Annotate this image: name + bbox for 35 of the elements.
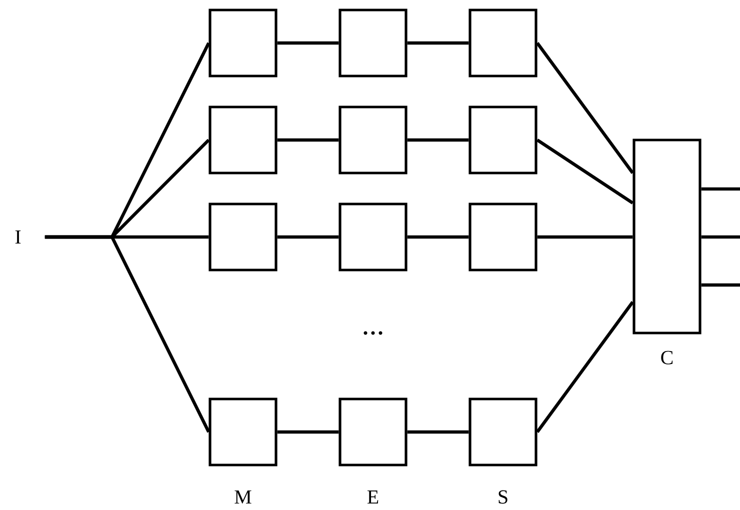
process-box xyxy=(468,398,538,466)
ellipsis-dots: ... xyxy=(364,331,382,335)
process-box xyxy=(468,8,538,78)
process-box xyxy=(468,202,538,272)
connector-line xyxy=(407,138,469,142)
output-line xyxy=(701,235,740,239)
column-label: S xyxy=(498,490,508,504)
connector-line xyxy=(277,430,339,434)
connector-line xyxy=(536,301,634,433)
process-box xyxy=(208,106,278,174)
input-label: I xyxy=(15,230,21,244)
column-label: E xyxy=(367,490,378,504)
connector-line xyxy=(277,41,339,45)
process-box xyxy=(208,8,278,78)
process-box xyxy=(338,106,408,174)
connector-line xyxy=(536,138,634,204)
connector-line xyxy=(44,235,210,433)
connector-line xyxy=(407,430,469,434)
connector-line xyxy=(536,42,634,174)
output-line xyxy=(701,283,740,287)
node-label: C xyxy=(661,350,673,364)
process-box xyxy=(468,106,538,174)
column-label: M xyxy=(234,490,252,504)
process-box xyxy=(338,398,408,466)
process-box xyxy=(208,398,278,466)
connector-line xyxy=(277,138,339,142)
combiner-box: C xyxy=(632,138,702,364)
connector-line xyxy=(537,235,633,239)
connector-line xyxy=(407,41,469,45)
process-box xyxy=(338,8,408,78)
output-line xyxy=(701,187,740,191)
connector-line xyxy=(407,235,469,239)
connector-line xyxy=(277,235,339,239)
process-box xyxy=(338,202,408,272)
process-box xyxy=(208,202,278,272)
